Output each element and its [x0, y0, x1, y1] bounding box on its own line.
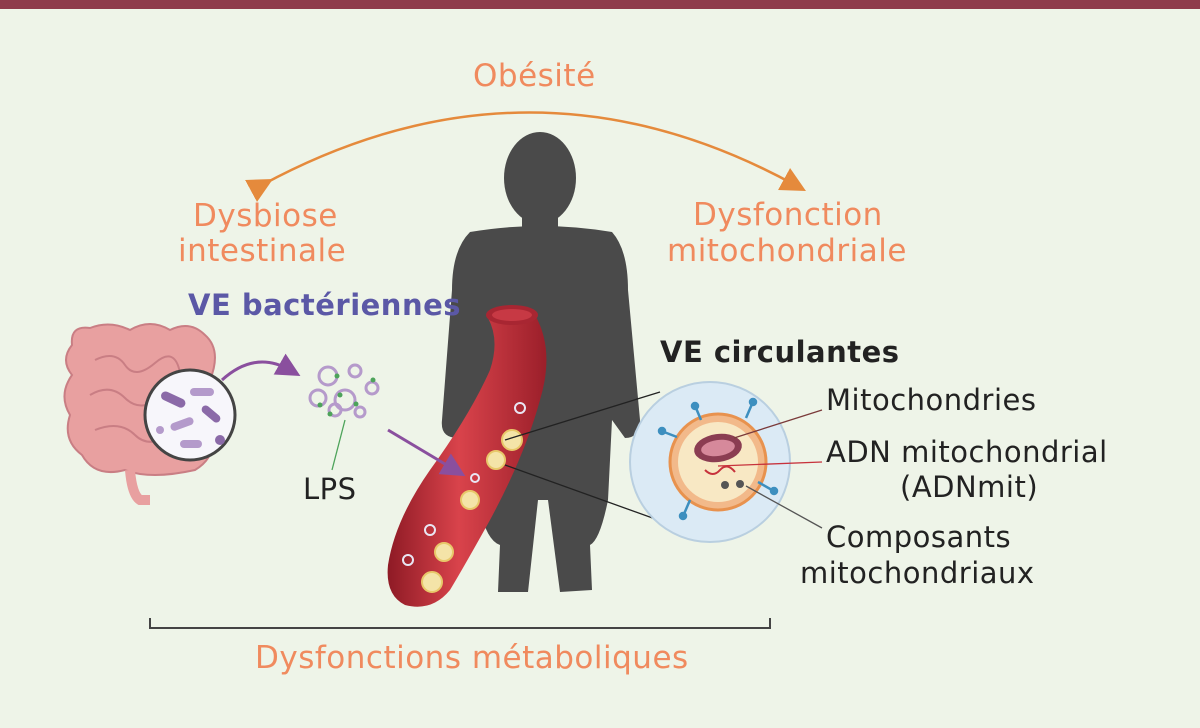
metabolic-dysfunction-label: Dysfonctions métaboliques — [255, 640, 689, 676]
bacteria-to-ve-arrow — [220, 353, 301, 382]
mtdna-label-line2: (ADNmit) — [900, 470, 1039, 504]
lps-pointer — [331, 419, 346, 471]
bacteria-circle — [143, 368, 237, 462]
lps-dots — [317, 373, 376, 417]
mtdna-label-line1: ADN mitochondrial — [826, 435, 1108, 469]
bottom-bracket — [149, 618, 771, 629]
lps-label: LPS — [303, 472, 357, 506]
mitochondria-label: Mitochondries — [826, 383, 1037, 417]
gut-dysbiosis-line1: Dysbiose — [193, 198, 338, 234]
zoom-lines — [504, 391, 673, 526]
obesity-arc-arrow — [245, 111, 806, 202]
gut-dysbiosis-label-line2: intestinale — [178, 233, 347, 269]
mito-components-label-line2: mitochondriaux — [800, 556, 1035, 590]
bacterial-vesicles — [308, 363, 380, 419]
callout-lines — [717, 409, 823, 529]
obesity-label: Obésité — [473, 58, 596, 94]
ve-to-vessel-arrow — [387, 428, 466, 477]
gut-dysbiosis-label: Dysbiose — [193, 197, 338, 235]
bacterial-ev-label: VE bactériennes — [188, 288, 462, 322]
circulating-ev-label: VE circulantes — [660, 335, 900, 369]
ev-zoom-circle — [629, 381, 791, 543]
blood-vessel — [387, 305, 547, 607]
mito-components-label-line1: Composants — [826, 520, 1012, 554]
mito-dysfunction-label: Dysfonction — [693, 197, 883, 233]
top-accent-bar — [0, 0, 1200, 9]
mito-dysfunction-label-line2: mitochondriale — [667, 233, 907, 269]
